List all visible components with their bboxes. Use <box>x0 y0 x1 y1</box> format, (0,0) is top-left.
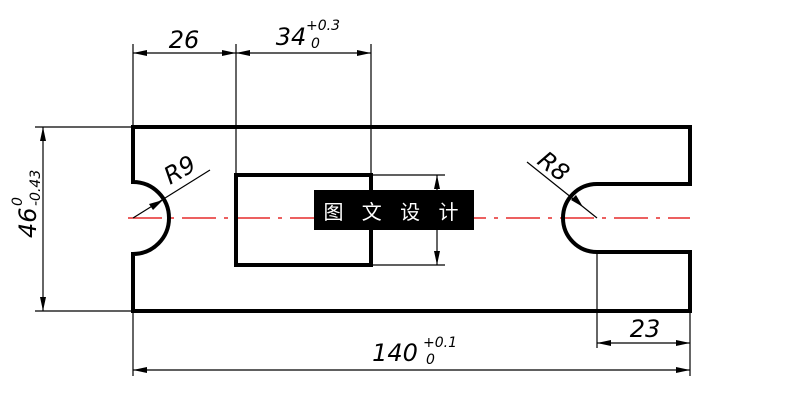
dim-140-upper-tol: +0.1 <box>423 335 457 351</box>
arrow-46-bottom <box>40 297 46 311</box>
dim-46-lower-tol: -0.43 <box>28 170 44 206</box>
watermark-label: 图 文 设 计 <box>314 190 474 230</box>
dim-r9-label: R9 <box>159 150 201 190</box>
dim-46-value: 46 <box>14 207 42 238</box>
dim-34-lower-tol: 0 <box>311 36 320 52</box>
dim-34-value: 34 <box>276 23 307 51</box>
arrow-23-left <box>597 340 611 346</box>
arrow-slot-height-top <box>434 175 440 189</box>
dim-34-upper-tol: +0.3 <box>306 18 340 34</box>
arrow-slot-height-bottom <box>434 251 440 265</box>
dim-140-value: 140 <box>372 339 418 367</box>
arrow-26-right <box>222 50 236 56</box>
arrow-140-left <box>133 367 147 373</box>
dim-23-value: 23 <box>630 315 661 343</box>
arrow-34-right <box>357 50 371 56</box>
arrow-46-top <box>40 127 46 141</box>
arrow-34-left <box>236 50 250 56</box>
dim-46-upper-tol: 0 <box>10 197 26 206</box>
arrow-r9 <box>149 200 163 210</box>
arrow-26-left <box>133 50 147 56</box>
arrow-140-right <box>676 367 690 373</box>
leader-r9 <box>132 169 211 219</box>
dim-r8-label: R8 <box>532 146 574 188</box>
arrow-23-right <box>676 340 690 346</box>
leader-r8 <box>526 161 598 219</box>
dim-140-lower-tol: 0 <box>426 352 435 368</box>
arrow-r8 <box>571 195 583 207</box>
dim-26-value: 26 <box>169 26 200 54</box>
